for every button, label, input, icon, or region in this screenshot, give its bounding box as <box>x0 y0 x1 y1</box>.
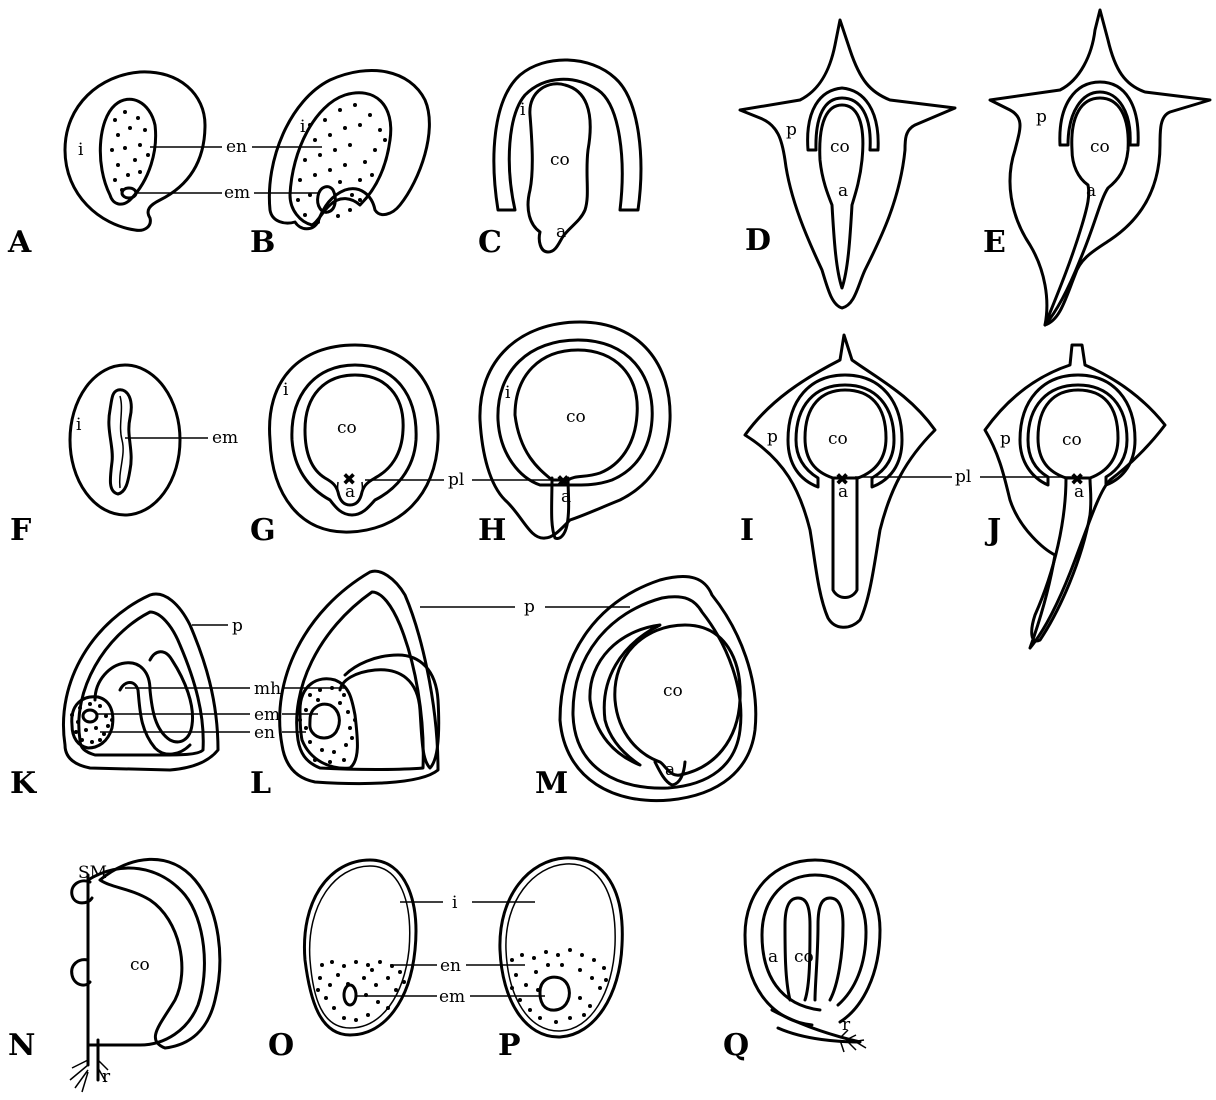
cotyledon-label-d: co <box>830 137 850 157</box>
cotyledon-right-q <box>815 898 843 1000</box>
label-em-ab: em <box>224 183 250 203</box>
figure-p: P <box>498 858 622 1063</box>
integument-c <box>494 60 641 210</box>
integument-label-g: i <box>283 380 289 400</box>
figure-b: i B <box>250 70 429 260</box>
panel-label-c: C <box>478 225 502 260</box>
seed-outline-q <box>745 860 880 1025</box>
panel-label-p: P <box>498 1028 521 1063</box>
panel-label-q: Q <box>723 1028 749 1063</box>
panel-label-k: K <box>10 766 37 801</box>
label-en-ab: en <box>226 137 247 157</box>
label-em-kl: em <box>254 705 280 725</box>
figure-q: a co r Q <box>723 860 880 1063</box>
plumule-mark-h: ✖ <box>556 472 570 492</box>
panel-label-o: O <box>268 1028 294 1063</box>
endosperm-dots-l <box>298 686 357 764</box>
cotyledon-label-e: co <box>1090 137 1110 157</box>
axis-label-d: a <box>838 181 848 201</box>
panel-label-h: H <box>478 513 506 548</box>
cotyledon-label-q: co <box>794 947 814 967</box>
seed-coat-p <box>506 864 615 1031</box>
pericarp-label-i: p <box>767 427 778 447</box>
integument-label-h: i <box>505 383 511 403</box>
figure-e: p co a E <box>983 10 1210 325</box>
pericarp-label-e: p <box>1036 107 1047 127</box>
integument-label-f: i <box>76 415 82 435</box>
integument-label-a: i <box>78 140 84 160</box>
label-em-op: em <box>439 987 465 1007</box>
label-pl-gh: pl <box>448 470 464 490</box>
seed-coat-o <box>310 866 410 1028</box>
embryo-l <box>310 704 340 738</box>
panel-label-m: M <box>535 766 568 801</box>
cotyledon-label-i: co <box>828 429 848 449</box>
root-label-q: r <box>842 1015 851 1035</box>
axis-label-q: a <box>768 947 778 967</box>
shoot-meristem-label-n: SM <box>78 863 107 883</box>
integument-label-b: i <box>300 117 306 137</box>
outer-cotyledon-n <box>100 859 220 1048</box>
label-p-lm: p <box>524 597 535 617</box>
embryo-o <box>344 985 356 1005</box>
axis-label-c: a <box>556 222 566 242</box>
figure-k: K <box>10 594 218 801</box>
figure-n: SM co r N <box>8 859 220 1092</box>
plumule-mark-g: ✖ <box>342 470 356 490</box>
embryo-f-inner <box>120 396 123 488</box>
panel-label-b: B <box>250 225 275 260</box>
cotyledon-label-j: co <box>1062 430 1082 450</box>
cotyledon-label-m: co <box>663 681 683 701</box>
figure-a: i A <box>7 72 205 260</box>
embryo-a <box>122 188 136 198</box>
figure-i: p co a ✖ I <box>740 335 935 627</box>
integument-label-c: i <box>520 100 526 120</box>
figure-c: i co a C <box>478 60 641 260</box>
seed-outline-f <box>70 365 180 515</box>
label-en-kl: en <box>254 723 275 743</box>
panel-label-g: G <box>250 513 276 548</box>
cotyledon-label-h: co <box>566 407 586 427</box>
outer-cotyledon-m <box>590 625 660 765</box>
cotyledon-label-c: co <box>550 150 570 170</box>
embryo-p <box>540 977 569 1010</box>
figure-d: p co a D <box>740 20 955 308</box>
label-i-op: i <box>452 893 458 913</box>
panel-label-l: L <box>250 766 271 801</box>
pericarp-label-j: p <box>1000 429 1011 449</box>
panel-label-d: D <box>745 223 771 258</box>
label-pl-ij: pl <box>955 467 971 487</box>
figure-f: em i F <box>10 365 238 548</box>
pericarp-label-d: p <box>786 120 797 140</box>
plumule-mark-i: ✖ <box>835 470 849 490</box>
cotyledon-label-g: co <box>337 418 357 438</box>
seed-outline-a <box>65 72 205 230</box>
panel-label-n: N <box>8 1028 35 1063</box>
figure-m: co a M <box>535 576 756 801</box>
axis-label-e: a <box>1086 181 1096 201</box>
figure-g: i co a ✖ G <box>250 345 438 548</box>
embryo-e <box>1045 98 1128 325</box>
figure-j: p co a ✖ J <box>984 345 1165 648</box>
embryo-label-f: em <box>212 428 238 448</box>
panel-label-e: E <box>983 225 1006 260</box>
panel-label-a: A <box>7 225 32 260</box>
embryo-k <box>83 710 97 722</box>
pericarp-label-k: p <box>232 616 243 636</box>
seed-outline-h <box>480 322 670 538</box>
panel-label-j: J <box>984 513 1001 548</box>
cotyledon-label-n: co <box>130 955 150 975</box>
panel-label-i: I <box>740 513 754 548</box>
label-mh-kl: mh <box>254 679 281 699</box>
figure-h: i co a ✖ H <box>478 322 670 548</box>
root-label-n: r <box>102 1067 111 1087</box>
pericarp-e <box>990 10 1210 325</box>
label-en-op: en <box>440 956 461 976</box>
plumule-mark-j: ✖ <box>1070 470 1084 490</box>
figure-o: O <box>268 860 416 1063</box>
axis-label-m: a <box>665 760 675 780</box>
panel-label-f: F <box>10 513 31 548</box>
